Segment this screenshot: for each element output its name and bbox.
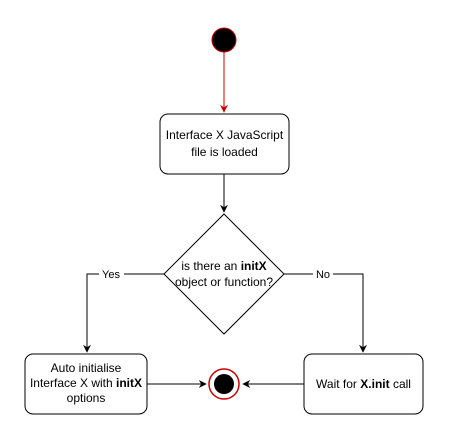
load-box-line2: file is loaded xyxy=(191,145,258,159)
edge-no-label: No xyxy=(316,269,330,281)
start-node xyxy=(211,27,237,53)
edge-yes xyxy=(83,273,164,353)
decision-line2: object or function? xyxy=(175,275,273,289)
edge-yes-label: Yes xyxy=(102,269,120,281)
wait-box-text: Wait for X.init call xyxy=(316,377,411,391)
load-box-line1: Interface X JavaScript xyxy=(166,128,284,142)
wait-box: Wait for X.init call xyxy=(303,353,424,415)
auto-init-line2: Interface X with initX xyxy=(30,376,142,390)
auto-init-line3: options xyxy=(67,391,106,405)
auto-init-line1: Auto initialise xyxy=(51,361,122,375)
edge-no xyxy=(284,273,367,353)
load-box: Interface X JavaScript file is loaded xyxy=(159,113,290,175)
decision-node: is there an initX object or function? xyxy=(163,213,285,335)
auto-init-box: Auto initialise Interface X with initX o… xyxy=(24,353,148,415)
decision-line1: is there an initX xyxy=(181,259,266,273)
end-node xyxy=(208,368,240,400)
